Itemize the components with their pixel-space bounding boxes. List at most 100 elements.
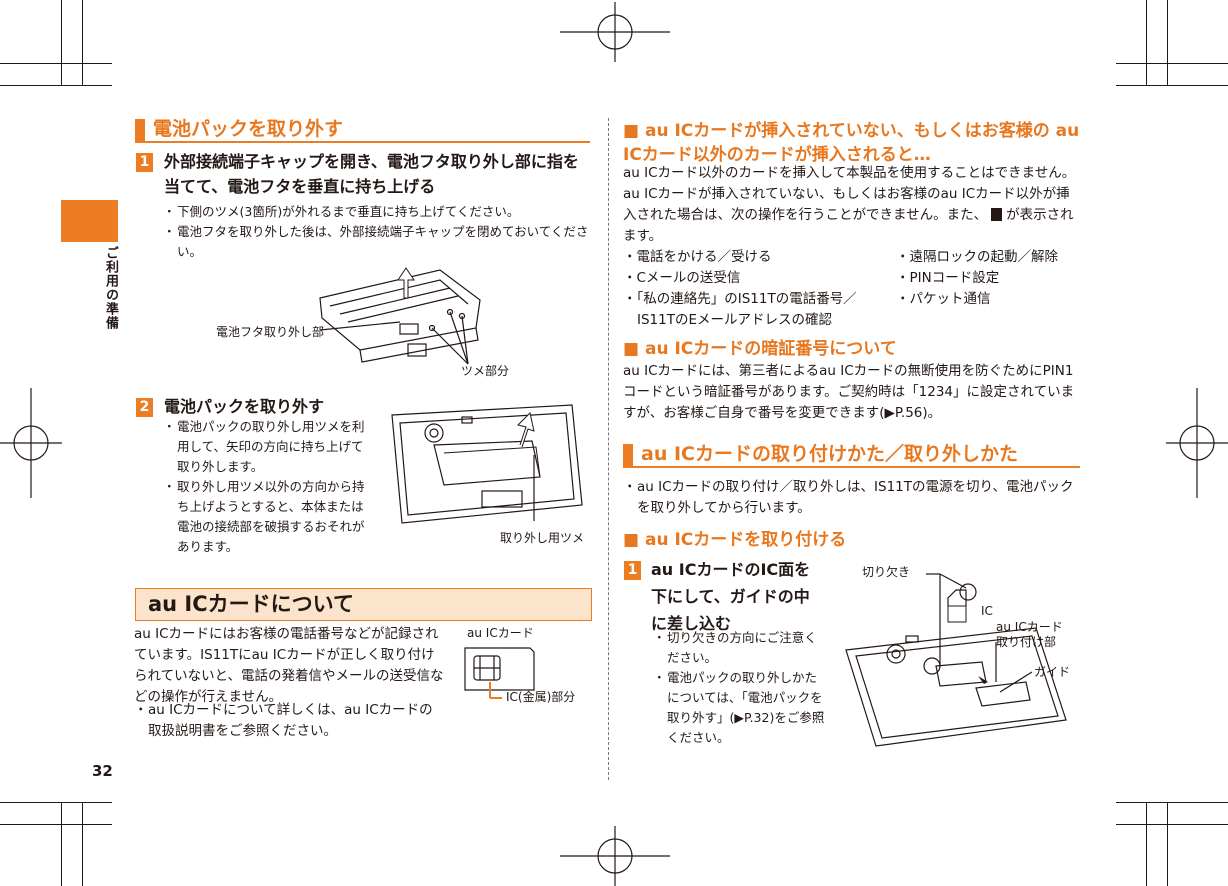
not-inserted-body-part2: が表示されます。 [623,207,1074,244]
notch-label: 切り欠き [862,565,911,579]
crop-mark [1116,85,1228,86]
attach-heading: ■ au ICカードを取り付ける [623,528,846,552]
step-title: 外部接続端子キャップを開き、電池フタ取り外し部に指を当てて、電池フタを垂直に持ち… [164,152,579,196]
battery-heading: 電池パックを取り外す [135,117,343,141]
list-item: ・「私の連絡先」のIS11Tの電話番号／IS11TのEメールアドレスの確認 [623,291,857,328]
not-inserted-body-part1: au ICカード以外のカードを挿入して本製品を使用することはできません。au I… [623,165,1076,223]
list-item: ・電池パックの取り外しかたについては、「電池パックを取り外す」(▶P.32)をご… [653,670,825,745]
crop-mark [1116,824,1228,825]
pin-body: au ICカードには、第三者によるau ICカードの無断使用を防ぐためにPIN1… [623,363,1075,421]
list-item-text: 取り外し用ツメ以外の方向から持ち上げようとすると、本体または電池の接続部を破損す… [177,479,365,554]
list-item-text: 遠隔ロックの起動／解除 [909,249,1059,265]
pin-heading: ■ au ICカードの暗証番号について [623,337,897,361]
crop-mark [1146,802,1147,886]
ic-metal-label: IC(金属)部分 [506,690,576,704]
list-item: ・下側のツメ(3箇所)が外れるまで垂直に持ち上げてください。 [163,204,520,219]
ops-list-left: ・電話をかける／受ける ・Cメールの送受信 ・「私の連絡先」のIS11Tの電話番… [623,247,893,331]
not-inserted-body: au ICカード以外のカードを挿入して本製品を使用することはできません。au I… [623,163,1079,247]
crop-mark [1167,0,1168,85]
card-slot-illustration [845,573,1067,747]
heading-rule [623,466,1080,468]
step-title: 電池パックを取り外す [164,397,325,416]
registration-mark-right [1166,388,1228,498]
crop-mark [0,85,112,86]
registration-mark-left [0,388,62,498]
install-heading-text: au ICカードの取り付けかた／取り外しかた [641,443,1018,465]
list-item: ・切り欠きの方向にご注意ください。 [653,630,817,665]
list-item-text: 「私の連絡先」のIS11Tの電話番号／IS11TのEメールアドレスの確認 [636,291,857,328]
install-heading: au ICカードの取り付けかた／取り外しかた [623,442,1018,466]
list-item-text: 下側のツメ(3箇所)が外れるまで垂直に持ち上げてください。 [177,204,520,219]
page-number: 32 [92,762,113,780]
list-item-text: PINコード設定 [909,270,1000,286]
list-item: ・遠隔ロックの起動／解除 [896,249,1059,265]
chapter-label: ご利用の準備 [103,246,118,330]
antenna-icon [991,208,1003,221]
step-number: 1 [136,153,153,172]
crop-mark [1116,802,1228,803]
list-item-text: 電池フタを取り外した後は、外部接続端子キャップを閉めておいてください。 [177,224,589,259]
crop-mark [61,0,62,85]
guide-label: ガイド [1034,665,1071,679]
list-item: ・au ICカードの取り付け／取り外しは、IS11Tの電源を切り、電池パックを取… [623,479,1074,516]
list-item-text: 電池パックの取り外し用ツメを利用して、矢印の方向に持ち上げて取り外します。 [177,419,365,474]
crop-mark [0,63,112,64]
list-item-text: au ICカードについて詳しくは、au ICカードの取扱説明書をご参照ください。 [148,702,433,739]
crop-mark [82,802,83,886]
slot-label: au ICカード 取り付け部 [996,620,1063,649]
list-item: ・取り外し用ツメ以外の方向から持ち上げようとすると、本体または電池の接続部を破損… [163,479,365,554]
crop-mark [1167,802,1168,886]
list-item: ・電池フタを取り外した後は、外部接続端子キャップを閉めておいてください。 [163,224,589,259]
bullet-list: ・au ICカードの取り付け／取り外しは、IS11Tの電源を切り、電池パックを取… [623,477,1080,519]
registration-mark-bottom [560,826,670,886]
au-ic-card-body: au ICカードにはお客様の電話番号などが記録されています。IS11Tにau I… [134,626,444,705]
heading-square-icon: ■ [623,339,645,359]
crop-mark [82,0,83,85]
list-item-text: 電池パックの取り外しかたについては、「電池パックを取り外す」(▶P.32)をご参… [667,670,825,745]
list-item: ・パケット通信 [896,291,991,307]
ic-card-illustration [464,647,535,699]
ic-label: IC [981,604,993,618]
claw-label: ツメ部分 [461,364,510,378]
crop-mark [1116,63,1228,64]
crop-mark [0,802,112,803]
heading-rule [135,141,590,143]
battery-heading-text: 電池パックを取り外す [153,118,344,140]
bullet-list: ・au ICカードについて詳しくは、au ICカードの取扱説明書をご参照ください… [134,700,446,742]
release-tab-label: 取り外し用ツメ [500,531,585,545]
bullet-list: ・電池パックの取り外し用ツメを利用して、矢印の方向に持ち上げて取り外します。 ・… [163,417,365,557]
chapter-tab [61,200,118,242]
card-label: au ICカード [467,626,534,640]
heading-marker [623,443,633,466]
crop-mark [1146,0,1147,85]
list-item-text: 電話をかける／受ける [636,249,772,265]
bullet-list: ・下側のツメ(3箇所)が外れるまで垂直に持ち上げてください。 ・電池フタを取り外… [163,202,592,262]
bullet-list: ・切り欠きの方向にご注意ください。 ・電池パックの取り外しかたについては、「電池… [653,628,827,748]
heading-square-icon: ■ [623,121,645,141]
list-item-text: au ICカードの取り付け／取り外しは、IS11Tの電源を切り、電池パックを取り… [637,479,1074,516]
list-item: ・au ICカードについて詳しくは、au ICカードの取扱説明書をご参照ください… [134,702,433,739]
pin-heading-text: au ICカードの暗証番号について [644,339,897,359]
list-item: ・PINコード設定 [896,270,1000,286]
list-item: ・Cメールの送受信 [623,270,741,286]
list-item: ・電池パックの取り外し用ツメを利用して、矢印の方向に持ち上げて取り外します。 [163,419,365,474]
ops-list-right: ・遠隔ロックの起動／解除 ・PINコード設定 ・パケット通信 [896,247,1086,310]
crop-mark [0,824,112,825]
battery-cover-illustration [319,267,481,365]
registration-mark-top [560,2,670,62]
heading-square-icon: ■ [623,530,645,550]
attach-heading-text: au ICカードを取り付ける [644,530,847,550]
column-divider [608,118,609,780]
cover-release-label: 電池フタ取り外し部 [216,325,325,339]
step-title: au ICカードのIC面を下にして、ガイドの中に差し込む [651,560,811,633]
list-item-text: 切り欠きの方向にご注意ください。 [667,630,817,665]
crop-mark [61,802,62,886]
list-item: ・電話をかける／受ける [623,249,772,265]
not-inserted-heading-text: au ICカードが挿入されていない、もしくはお客様の au ICカード以外のカー… [623,121,1080,165]
au-ic-card-heading: au ICカードについて [135,588,592,621]
heading-marker [135,118,145,141]
step-number: 1 [624,561,641,580]
battery-pack-illustration [391,404,583,524]
not-inserted-heading: ■ au ICカードが挿入されていない、もしくはお客様の au ICカード以外の… [623,119,1083,167]
step-number: 2 [136,398,153,417]
